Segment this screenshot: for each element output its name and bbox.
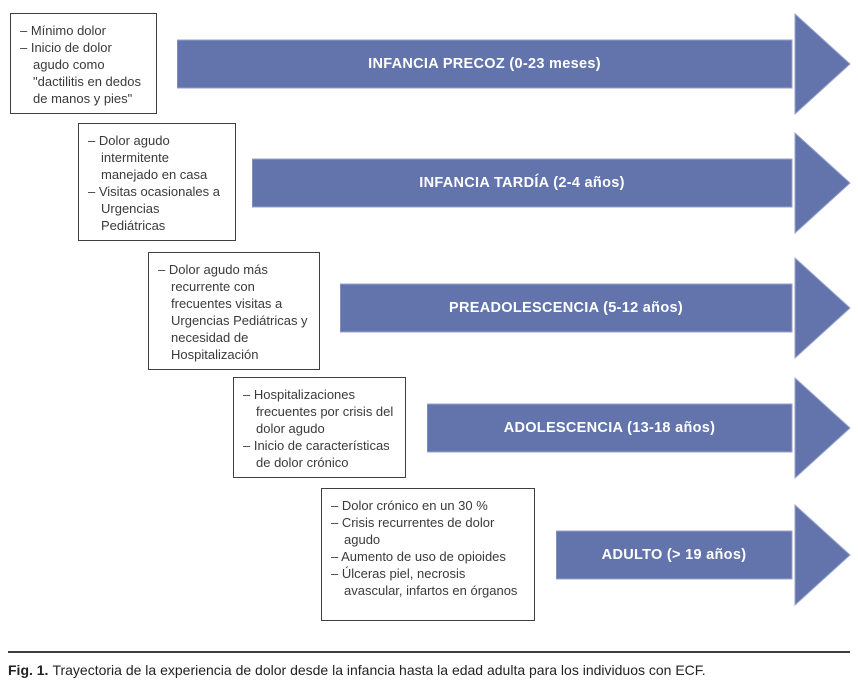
arrow-body	[556, 530, 793, 580]
stage-box-infancia-tardia: – Dolor agudo intermitente manejado en c…	[78, 123, 236, 241]
right-arrow-icon	[252, 132, 851, 234]
arrow-head-icon	[794, 257, 851, 359]
stage-arrow-adolescencia: ADOLESCENCIA (13-18 años)	[427, 377, 851, 479]
figure-caption-label: Fig. 1.	[8, 662, 49, 678]
arrow-head-icon	[794, 13, 851, 115]
figure-caption: Fig. 1.Trayectoria de la experiencia de …	[8, 651, 850, 678]
arrow-label-infancia-tardia: INFANCIA TARDÍA (2-4 años)	[419, 175, 625, 191]
box-bullet-item: – Úlceras piel, necrosis avascular, infa…	[331, 566, 518, 598]
arrow-body	[340, 283, 793, 333]
box-bullet-item: – Inicio de características de dolor cró…	[243, 438, 390, 470]
arrow-label-infancia-precoz: INFANCIA PRECOZ (0-23 meses)	[368, 56, 601, 72]
box-bullet-item: – Dolor agudo más recurrente con frecuen…	[158, 262, 308, 362]
right-arrow-icon	[177, 13, 851, 115]
right-arrow-icon	[427, 377, 851, 479]
stage-box-infancia-precoz: – Mínimo dolor – Inicio de dolor agudo c…	[10, 13, 157, 114]
box-bullet-item: – Dolor crónico en un 30 %	[331, 498, 488, 513]
stage-arrow-infancia-precoz: INFANCIA PRECOZ (0-23 meses)	[177, 13, 851, 115]
box-bullet-item: – Hospitalizaciones frecuentes por crisi…	[243, 387, 394, 436]
right-arrow-icon	[340, 257, 851, 359]
box-bullet-item: – Dolor agudo intermitente manejado en c…	[88, 133, 208, 182]
box-bullet-item: – Visitas ocasionales a Urgencias Pediát…	[88, 184, 221, 233]
arrow-body	[177, 39, 793, 89]
box-bullet-item: – Aumento de uso de opioides	[331, 549, 506, 564]
figure-caption-text: Trayectoria de la experiencia de dolor d…	[52, 662, 706, 678]
arrow-label-adolescencia: ADOLESCENCIA (13-18 años)	[503, 420, 716, 436]
arrow-head-icon	[794, 504, 851, 606]
stage-box-preadolescencia: – Dolor agudo más recurrente con frecuen…	[148, 252, 320, 370]
box-bullet-item: – Crisis recurrentes de dolor agudo	[331, 515, 495, 547]
stage-arrow-infancia-tardia: INFANCIA TARDÍA (2-4 años)	[252, 132, 851, 234]
box-bullet-item: – Mínimo dolor	[20, 23, 106, 38]
arrow-head-icon	[794, 377, 851, 479]
stage-box-adulto: – Dolor crónico en un 30 % – Crisis recu…	[321, 488, 535, 621]
arrow-label-preadolescencia: PREADOLESCENCIA (5-12 años)	[449, 300, 683, 316]
arrow-body	[427, 403, 793, 453]
arrow-label-adulto: ADULTO (> 19 años)	[601, 547, 747, 563]
stage-arrow-adulto: ADULTO (> 19 años)	[556, 504, 851, 606]
arrow-body	[252, 158, 793, 208]
box-bullet-item: – Inicio de dolor agudo como "dactilitis…	[20, 40, 141, 106]
stage-box-adolescencia: – Hospitalizaciones frecuentes por crisi…	[233, 377, 406, 478]
stage-arrow-preadolescencia: PREADOLESCENCIA (5-12 años)	[340, 257, 851, 359]
right-arrow-icon	[556, 504, 851, 606]
arrow-head-icon	[794, 132, 851, 234]
